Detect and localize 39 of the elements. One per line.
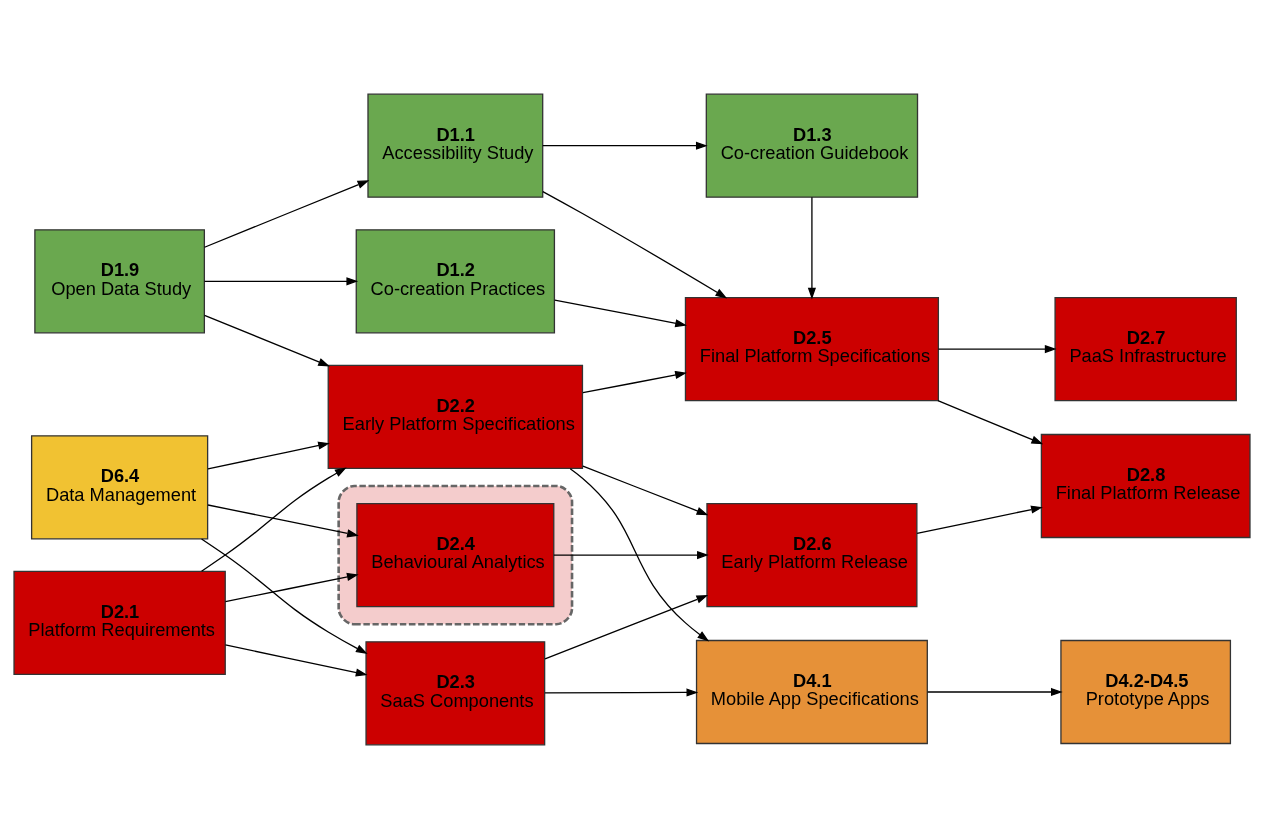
node-box: D6.4 Data Management: [30, 434, 209, 539]
arrow: [542, 190, 728, 298]
node-box: D4.1 Mobile App Specifications: [695, 639, 928, 744]
node-box: D1.1 Accessibility Study: [367, 93, 544, 198]
arrow: [807, 196, 817, 299]
arrow: [203, 276, 359, 285]
arrow: [203, 314, 330, 366]
node-box: D1.3 Co-creation Guidebook: [705, 93, 919, 198]
arrow: [200, 466, 347, 572]
arrow: [544, 687, 699, 697]
arrow: [203, 179, 370, 248]
arrow: [937, 399, 1044, 444]
arrow: [582, 370, 687, 393]
node-box: D2.1 Platform Requirements: [13, 570, 226, 675]
arrow: [224, 572, 359, 602]
arrow: [937, 344, 1057, 353]
arrow: [927, 687, 1063, 696]
arrow: [554, 298, 687, 327]
arrow: [200, 537, 368, 654]
cluster: [337, 484, 574, 625]
arrow: [207, 503, 359, 537]
node-box: D2.3 SaaS Components: [365, 640, 546, 745]
node-box: D2.6 Early Platform Release: [706, 502, 918, 607]
arrow: [544, 594, 709, 659]
node-box: D2.7 PaaS Infrastructure: [1054, 296, 1237, 401]
arrow: [582, 465, 709, 515]
node-box: D2.2 Early Platform Specifications: [327, 364, 584, 469]
node-box: D2.4 Behavioural Analytics: [356, 502, 555, 607]
arrow: [553, 550, 709, 559]
node-box: D2.8 Final Platform Release: [1040, 433, 1251, 538]
arrow: [916, 505, 1043, 534]
node-box: D1.9 Open Data Study: [34, 228, 205, 333]
arrow: [224, 643, 368, 677]
node-box: D1.2 Co-creation Practices: [355, 228, 556, 333]
arrow: [569, 467, 710, 641]
node-box: D4.2-D4.5 Prototype Apps: [1060, 639, 1232, 744]
node-box: D2.5 Final Platform Specifications: [684, 296, 940, 401]
arrow: [207, 441, 330, 470]
arrow: [542, 141, 708, 150]
